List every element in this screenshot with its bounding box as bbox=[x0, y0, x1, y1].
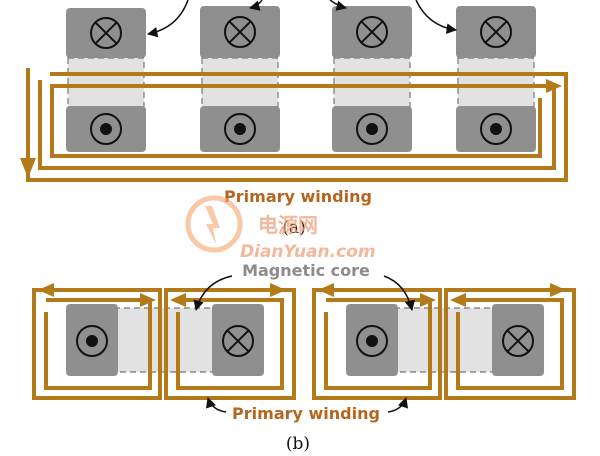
winding-arrow-right-icon bbox=[546, 79, 562, 93]
panel-a-winding-outer bbox=[26, 68, 568, 182]
core-pointer-arrow-right bbox=[383, 275, 415, 312]
winding-arrow-left-icon bbox=[170, 293, 186, 307]
current-in-icon bbox=[224, 16, 256, 48]
winding-pointer-arrow-left bbox=[206, 397, 227, 413]
panel-a-caption: (a) bbox=[282, 218, 305, 238]
current-out-icon bbox=[90, 113, 122, 145]
pointer-arrow-1 bbox=[146, 0, 189, 38]
pointer-arrow-2 bbox=[248, 0, 263, 11]
panel-a-pointer-arrows bbox=[146, 0, 458, 38]
panel-b-winding-4-inner bbox=[456, 298, 564, 390]
watermark-site-en: DianYuan.com bbox=[240, 242, 376, 262]
panel-b-primary-winding bbox=[32, 288, 576, 400]
panel-b-core-label: Magnetic core bbox=[242, 261, 370, 280]
panel-b-winding-2-inner bbox=[176, 298, 284, 390]
panel-a: Primary winding (a) bbox=[20, 0, 568, 238]
panel-b-winding-1 bbox=[32, 288, 162, 400]
winding-arrow-down-icon bbox=[20, 158, 36, 178]
panel-a-winding-arrows bbox=[20, 79, 562, 178]
panel-b-winding-3-inner bbox=[324, 298, 432, 390]
panel-b-winding-4 bbox=[444, 288, 576, 400]
panel-b-winding-2 bbox=[164, 288, 296, 400]
panel-b-current-in-icons bbox=[222, 325, 534, 357]
winding-arrow-left-icon bbox=[38, 283, 54, 297]
current-out-icon bbox=[356, 113, 388, 145]
watermark-site-cn: 电源网 bbox=[258, 213, 318, 237]
panel-a-current-in-icons bbox=[90, 16, 512, 49]
panel-b: Magnetic core bbox=[32, 261, 576, 454]
current-in-icon bbox=[356, 16, 388, 48]
panel-a-top-blocks bbox=[66, 6, 536, 58]
current-out-icon bbox=[76, 325, 108, 357]
winding-arrow-left-icon bbox=[450, 293, 466, 307]
panel-b-current-out-icons bbox=[76, 325, 388, 357]
panel-b-winding-arrows bbox=[38, 283, 566, 307]
winding-arrow-right-icon bbox=[140, 293, 156, 307]
panel-a-current-out-icons bbox=[90, 113, 512, 145]
panel-a-primary-winding bbox=[26, 68, 568, 182]
panel-a-bottom-blocks bbox=[66, 106, 536, 152]
pointer-arrow-3 bbox=[329, 0, 348, 11]
panel-b-winding-1-inner bbox=[44, 298, 152, 390]
current-out-icon bbox=[480, 113, 512, 145]
current-out-icon bbox=[224, 113, 256, 145]
panel-b-caption: (b) bbox=[286, 434, 310, 454]
watermark: 电源网 DianYuan.com bbox=[185, 195, 376, 262]
winding-arrow-left-icon bbox=[318, 283, 334, 297]
watermark-logo bbox=[185, 195, 243, 253]
current-in-icon bbox=[222, 325, 254, 357]
panel-b-winding-3 bbox=[312, 288, 442, 400]
current-out-icon bbox=[356, 325, 388, 357]
winding-arrow-right-icon bbox=[270, 283, 286, 297]
current-in-icon bbox=[480, 16, 512, 48]
winding-pointer-arrow-right bbox=[387, 397, 408, 413]
panel-b-winding-label: Primary winding bbox=[232, 404, 380, 423]
pointer-arrow-4 bbox=[415, 0, 458, 34]
panel-b-pointer-arrows bbox=[193, 275, 415, 413]
current-in-icon bbox=[502, 325, 534, 357]
winding-arrow-right-icon bbox=[550, 283, 566, 297]
winding-arrow-right-icon bbox=[420, 293, 436, 307]
current-in-icon bbox=[90, 17, 122, 49]
panel-a-winding-middle bbox=[38, 80, 556, 170]
core-pointer-arrow-left bbox=[193, 275, 233, 312]
panel-a-winding-label: Primary winding bbox=[224, 187, 372, 206]
